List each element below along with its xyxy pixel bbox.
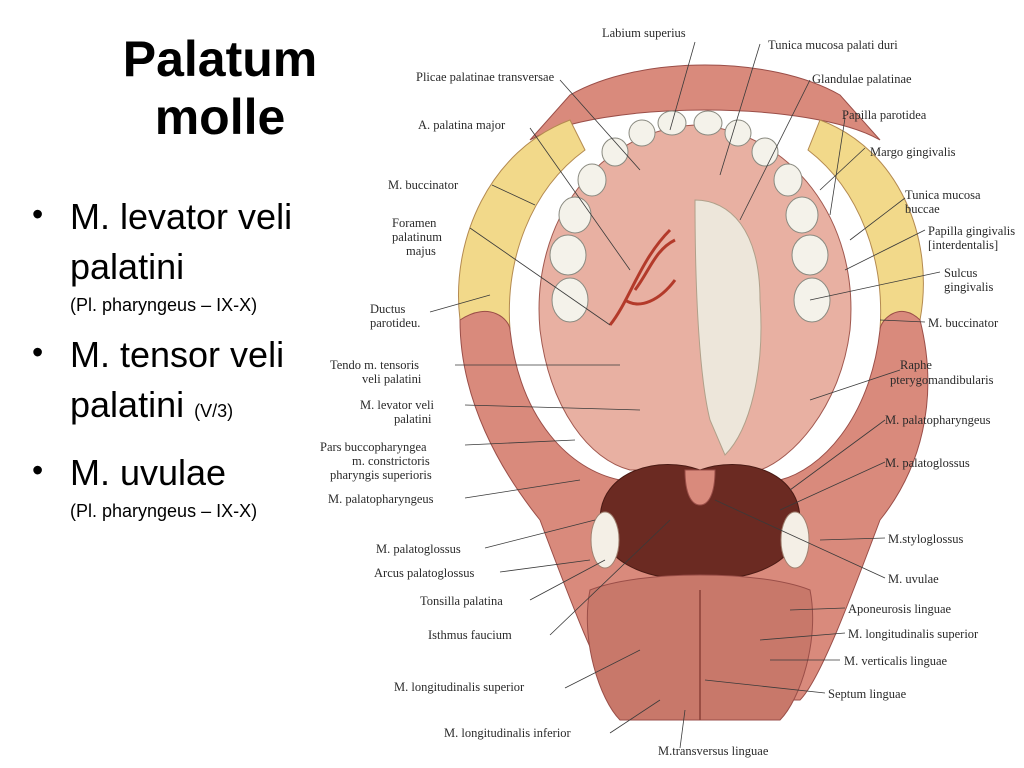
- label-m-palatopharyngeus-left: M. palatopharyngeus: [328, 492, 434, 506]
- label-tonsilla-palatina: Tonsilla palatina: [420, 594, 503, 608]
- label-aponeurosis-linguae: Aponeurosis linguae: [848, 602, 952, 616]
- label-m-longitudinalis-inferior: M. longitudinalis inferior: [444, 726, 571, 740]
- title-line-1: Palatum: [122, 31, 318, 87]
- label-labium-superius: Labium superius: [602, 26, 686, 40]
- bullet-uvulae-sub: (Pl. pharyngeus – IX-X): [70, 501, 258, 521]
- label-m-styloglossus: M.styloglossus: [888, 532, 964, 546]
- label-a-palatina-major: A. palatina major: [418, 118, 506, 132]
- palate: [538, 124, 852, 471]
- label-pars-3: pharyngis superioris: [330, 468, 432, 482]
- uvula: [684, 469, 716, 506]
- label-m-buccinator-left: M. buccinator: [388, 178, 459, 192]
- label-tunica-mucosa-buccae-2: buccae: [905, 202, 940, 216]
- label-tunica-mucosa-buccae-1: Tunica mucosa: [905, 188, 981, 202]
- label-m-palatoglossus-right: M. palatoglossus: [885, 456, 970, 470]
- label-glandulae-palatinae: Glandulae palatinae: [812, 72, 912, 86]
- upper-teeth: [549, 110, 831, 323]
- bullet-uvulae-line1: M. uvulae: [70, 452, 227, 493]
- label-isthmus-faucium: Isthmus faucium: [428, 628, 512, 642]
- label-pars-1: Pars buccopharyngea: [320, 440, 427, 454]
- label-papilla-gingivalis-1: Papilla gingivalis: [928, 224, 1016, 238]
- label-tendo-2: veli palatini: [362, 372, 422, 386]
- bullet-tensor: • M. tensor veli palatini (V/3): [28, 330, 358, 436]
- label-foramen-1: Foramen: [392, 216, 437, 230]
- label-arcus-palatoglossus: Arcus palatoglossus: [374, 566, 475, 580]
- label-levator-1: M. levator veli: [360, 398, 434, 412]
- label-papilla-gingivalis-2: [interdentalis]: [928, 238, 999, 252]
- label-m-longitudinalis-superior-left: M. longitudinalis superior: [394, 680, 525, 694]
- upper-lip: [529, 64, 881, 141]
- slide-title: Palatum molle: [100, 30, 340, 146]
- label-m-longitudinalis-superior-right: M. longitudinalis superior: [848, 627, 979, 641]
- label-tendo-1: Tendo m. tensoris: [330, 358, 420, 372]
- left-tonsil: [590, 511, 620, 569]
- bullet-uvulae: • M. uvulae (Pl. pharyngeus – IX-X): [28, 448, 358, 524]
- label-sulcus-1: Sulcus: [944, 266, 978, 280]
- label-tunica-mucosa-palati-duri: Tunica mucosa palati duri: [768, 38, 898, 52]
- label-m-transversus-linguae: M.transversus linguae: [658, 744, 769, 758]
- label-pars-2: m. constrictoris: [352, 454, 430, 468]
- label-raphe-2: pterygomandibularis: [890, 373, 994, 387]
- bullet-levator-sub: (Pl. pharyngeus – IX-X): [70, 295, 258, 315]
- left-cheek-fat: [458, 119, 586, 331]
- label-m-palatoglossus-left: M. palatoglossus: [376, 542, 461, 556]
- bullet-dot-icon: •: [32, 334, 44, 370]
- bullet-tensor-suffix: (V/3): [194, 401, 234, 421]
- label-ductus-2: parotideu.: [370, 316, 421, 330]
- title-line-2: molle: [154, 89, 286, 145]
- label-septum-linguae: Septum linguae: [828, 687, 907, 701]
- label-m-palatopharyngeus-right: M. palatopharyngeus: [885, 413, 991, 427]
- bullet-levator: • M. levator veli palatini (Pl. pharynge…: [28, 192, 358, 318]
- bullet-tensor-line1: M. tensor veli: [70, 334, 285, 375]
- label-levator-2: palatini: [394, 412, 432, 426]
- label-raphe-1: Raphe: [900, 358, 932, 372]
- bullet-dot-icon: •: [32, 452, 44, 488]
- label-m-buccinator-right: M. buccinator: [928, 316, 999, 330]
- bullet-list: • M. levator veli palatini (Pl. pharynge…: [28, 192, 358, 536]
- label-ductus-1: Ductus: [370, 302, 406, 316]
- bullet-tensor-line2: palatini: [70, 384, 185, 425]
- label-foramen-2: palatinum: [392, 230, 442, 244]
- label-m-uvulae: M. uvulae: [888, 572, 939, 586]
- palatine-glands: [694, 199, 762, 456]
- label-plicae-palatinae-transversae: Plicae palatinae transversae: [416, 70, 555, 84]
- palatine-artery: [608, 228, 677, 326]
- bullet-levator-line1: M. levator veli: [70, 196, 293, 237]
- oral-cavity-illustration: Labium superius Tunica mucosa palati dur…: [320, 0, 1024, 768]
- bullet-levator-line2: palatini: [70, 246, 185, 287]
- oral-cavity-drawing: [429, 41, 941, 749]
- label-sulcus-2: gingivalis: [944, 280, 994, 294]
- label-foramen-3: majus: [406, 244, 436, 258]
- label-papilla-parotidea: Papilla parotidea: [842, 108, 927, 122]
- label-margo-gingivalis: Margo gingivalis: [870, 145, 956, 159]
- leader-lines: [429, 41, 941, 749]
- label-m-verticalis-linguae: M. verticalis linguae: [844, 654, 948, 668]
- bullet-dot-icon: •: [32, 196, 44, 232]
- right-tonsil: [780, 511, 810, 569]
